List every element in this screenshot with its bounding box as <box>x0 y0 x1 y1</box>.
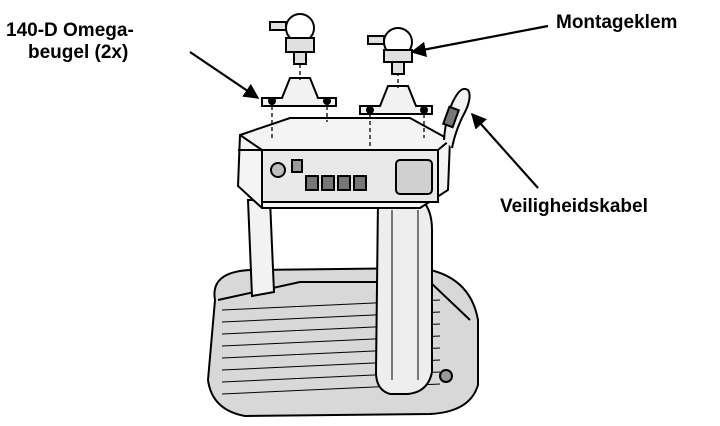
fixture-head <box>206 266 479 418</box>
label-mounting-clamp: Montageklem <box>556 12 678 33</box>
label-omega-bracket: 140-D Omega- beugel (2x) <box>6 20 134 64</box>
base-unit <box>236 117 452 209</box>
label-omega-line1: 140-D Omega- <box>6 20 134 41</box>
mounting-clamp-left <box>269 13 315 65</box>
mounting-clamp-right <box>367 27 413 75</box>
omega-bracket-left <box>261 77 337 107</box>
yoke-arms <box>246 199 433 395</box>
label-omega-line2: beugel (2x) <box>28 42 129 63</box>
omega-bracket-right <box>359 85 433 115</box>
safety-cable <box>441 87 471 149</box>
label-safety-cable: Veiligheidskabel <box>500 196 648 217</box>
annotation-arrows <box>189 24 549 189</box>
